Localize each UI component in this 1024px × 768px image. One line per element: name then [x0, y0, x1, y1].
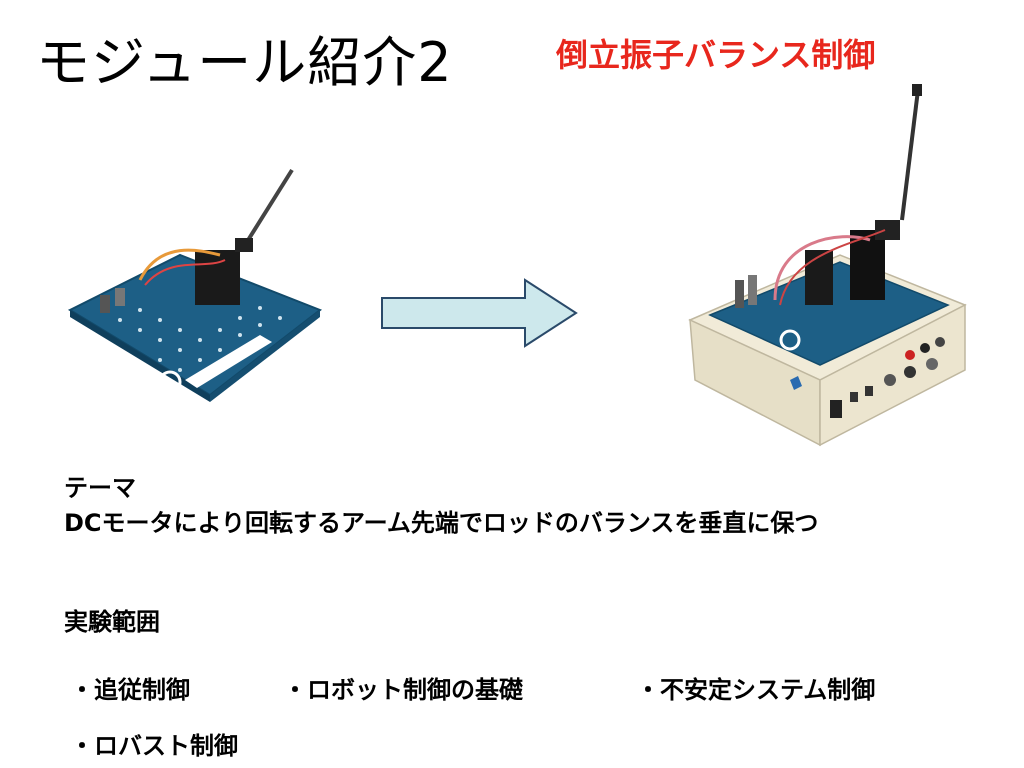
right-arrow-icon	[381, 278, 578, 348]
bullet-robot-control-basics: ・ロボット制御の基礎	[283, 676, 523, 704]
bullet-tracking-control: ・追従制御	[70, 676, 190, 704]
theme-heading: テーマ	[64, 474, 136, 502]
theme-text: DCモータにより回転するアーム先端でロッドのバランスを垂直に保つ	[64, 509, 819, 537]
bullet-robust-control: ・ロバスト制御	[70, 732, 238, 760]
base-unit-image	[688, 84, 967, 447]
bullet-unstable-system-control: ・不安定システム制御	[636, 676, 876, 704]
slide-title: モジュール紹介2	[36, 31, 453, 94]
range-heading: 実験範囲	[64, 608, 160, 636]
slide-subtitle: 倒立振子バランス制御	[556, 36, 876, 74]
pendulum-module-image	[67, 168, 323, 402]
